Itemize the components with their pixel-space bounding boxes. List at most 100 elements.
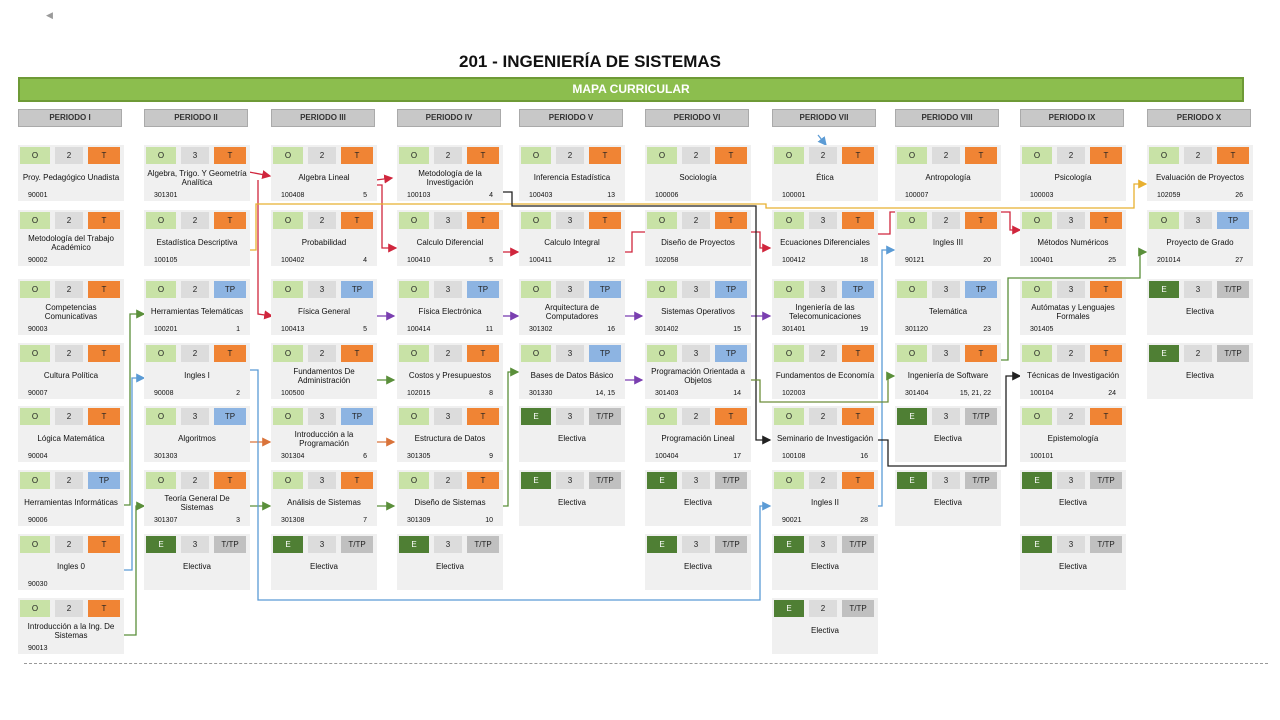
course-type-badge: E [521,472,551,489]
course-name: Electiva [309,562,338,572]
course-code: 100003 [1030,192,1054,199]
course-code: 102058 [655,257,679,264]
course-number: 14 [733,390,741,397]
course-kind-badge: T/TP [1090,472,1122,489]
credits-badge: 3 [308,536,336,553]
course-kind-badge: T [214,212,246,229]
credits-badge: 3 [434,212,462,229]
credits-badge: 2 [55,536,83,553]
course-kind-badge: T [88,281,120,298]
course-name: Ingeniería de Software [907,371,989,381]
course-type-badge: O [521,147,551,164]
credits-badge: 2 [55,408,83,425]
course-kind-badge: T [842,472,874,489]
credits-badge: 3 [1057,212,1085,229]
credits-badge: 3 [809,281,837,298]
course-type-badge: E [774,600,804,617]
course-code: 301405 [1030,326,1054,333]
period-header-4: PERIODO IV [397,109,501,127]
course-type-badge: O [399,408,429,425]
footer-divider [24,663,1268,664]
course-number: 4 [489,192,493,199]
credits-badge: 2 [1184,345,1212,362]
credits-badge: 3 [682,536,710,553]
course-number: 26 [1235,192,1243,199]
course-kind-badge: T [88,536,120,553]
course-code: 100411 [529,257,552,264]
course-name: Probabilidad [301,238,347,248]
credits-badge: 2 [181,472,209,489]
course-type-badge: E [146,536,176,553]
course-name: Arquitectura de Computadores [544,302,600,322]
course-kind-badge: T [341,147,373,164]
course-type-badge: O [647,147,677,164]
course-code: 301307 [154,517,178,524]
course-kind-badge: T/TP [715,472,747,489]
credits-badge: 3 [932,281,960,298]
course-type-badge: O [273,147,303,164]
period-header-7: PERIODO VII [772,109,876,127]
course-name: Electiva [810,562,839,572]
course-kind-badge: TP [1217,212,1249,229]
course-code: 301403 [655,390,679,397]
course-code: 100101 [1030,453,1054,460]
credits-badge: 3 [556,408,584,425]
course-kind-badge: T/TP [965,472,997,489]
credits-badge: 3 [1057,281,1085,298]
course-kind-badge: T [1090,345,1122,362]
period-header-1: PERIODO I [18,109,122,127]
course-type-badge: E [774,536,804,553]
course-name: Competencias Comunicativas [44,302,98,322]
course-code: 100403 [529,192,553,199]
course-number: 2 [236,390,240,397]
course-type-badge: O [647,212,677,229]
credits-badge: 2 [308,345,336,362]
course-name: Electiva [435,562,464,572]
credits-badge: 3 [809,212,837,229]
credits-badge: 2 [308,147,336,164]
course-kind-badge: T [842,147,874,164]
course-type-badge: O [399,472,429,489]
credits-badge: 3 [1057,472,1085,489]
course-name: Ingles III [932,238,964,248]
course-code: 100108 [782,453,806,460]
course-kind-badge: TP [88,472,120,489]
course-code: 100001 [782,192,806,199]
course-code: 301120 [905,326,928,333]
credits-badge: 2 [682,408,710,425]
course-code: 301402 [655,326,679,333]
course-kind-badge: T [467,472,499,489]
course-kind-badge: T [467,408,499,425]
course-kind-badge: T/TP [589,472,621,489]
course-name: Seminario de Investigación [776,434,874,444]
course-kind-badge: TP [589,281,621,298]
credits-badge: 3 [434,536,462,553]
course-kind-badge: T [715,212,747,229]
course-kind-badge: T [1090,212,1122,229]
course-number: 1 [236,326,240,333]
course-name: Calculo Diferencial [416,238,484,248]
course-type-badge: O [897,281,927,298]
course-name: Electiva [557,498,586,508]
course-type-badge: O [399,281,429,298]
credits-badge: 3 [556,345,584,362]
course-name: Algebra Lineal [298,173,350,183]
